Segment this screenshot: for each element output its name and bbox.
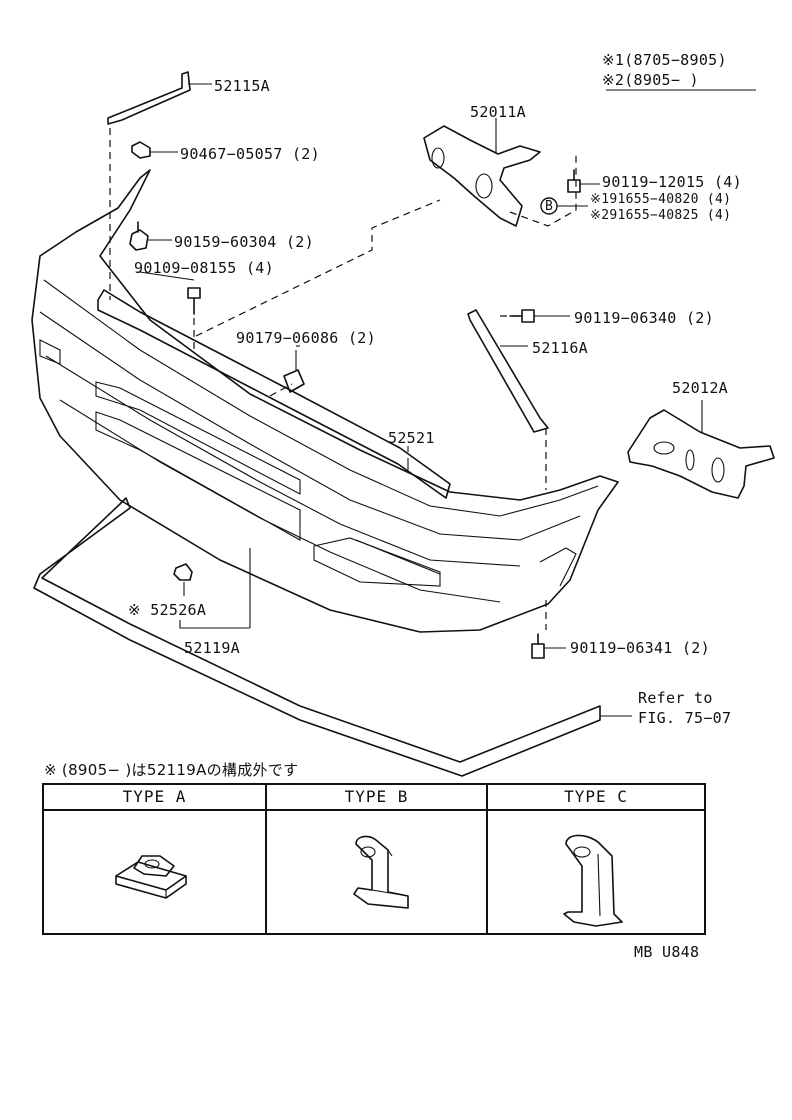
type-c-cell: TYPE C — [486, 785, 704, 933]
retainer-52011A — [423, 118, 541, 227]
lower-spoiler — [33, 497, 601, 777]
retainer-52012A — [627, 400, 775, 499]
part-52012A: 52012A — [672, 379, 728, 397]
bolt-90109 — [187, 287, 201, 315]
part-52116A: 52116A — [532, 339, 588, 357]
note-1: ※1(8705−8905) — [602, 51, 727, 69]
bolt-90119-06341 — [531, 633, 566, 659]
clip-type-a-illustration — [115, 855, 187, 899]
callout-b: B — [545, 199, 554, 214]
leader-line — [195, 199, 441, 337]
type-b-header: TYPE B — [267, 785, 486, 811]
clip-52526A — [173, 563, 193, 596]
screw-90159 — [129, 221, 172, 251]
part-90109-08155: 90109−08155 (4) — [134, 259, 274, 277]
bolt-90119-06340 — [509, 309, 570, 323]
clip-90179 — [283, 350, 305, 393]
bumper-cover-52119A — [31, 169, 619, 633]
type-c-header: TYPE C — [488, 785, 704, 811]
part-90119-12015: 90119−12015 (4) — [602, 173, 742, 191]
clip-type-b-illustration — [353, 835, 409, 909]
leader-line — [139, 271, 195, 281]
part-52011A: 52011A — [470, 103, 526, 121]
type-b-cell: TYPE B — [265, 785, 486, 933]
leader-line — [269, 383, 293, 397]
bolt-90119-12015 — [567, 169, 600, 193]
part-52119A: 52119A — [184, 639, 240, 657]
part-90119-06341: 90119−06341 (2) — [570, 639, 710, 657]
reinforcement-52521 — [97, 289, 451, 499]
stay-52116A — [467, 309, 549, 433]
part-90119-06340: 90119−06340 (2) — [574, 309, 714, 327]
footnote: ※ (8905− )は52119Aの構成外です — [44, 761, 299, 779]
clip-types-table: TYPE A TYPE B TYPE C — [42, 783, 706, 935]
type-a-cell: TYPE A — [44, 785, 265, 933]
clip-90467 — [131, 141, 178, 159]
part-52115A: 52115A — [214, 77, 270, 95]
bracket-52115A — [107, 71, 212, 125]
refer-to-label: Refer to — [638, 689, 713, 707]
part-90179-06086: 90179−06086 (2) — [236, 329, 376, 347]
part-91655-40825: ※291655−40825 (4) — [590, 208, 732, 223]
note-2: ※2(8905− ) — [602, 71, 699, 89]
part-52521: 52521 — [388, 429, 435, 447]
refer-figure: FIG. 75−07 — [638, 709, 732, 727]
leader-line — [509, 154, 577, 227]
part-90159-60304: 90159−60304 (2) — [174, 233, 314, 251]
drawing-code: MB U848 — [634, 943, 700, 961]
leader-line — [179, 620, 250, 629]
part-91655-40820: ※191655−40820 (4) — [590, 192, 732, 207]
clip-type-c-illustration — [563, 834, 623, 927]
part-90467-05057: 90467−05057 (2) — [180, 145, 320, 163]
part-52526A: ※ 52526A — [128, 601, 207, 619]
type-a-header: TYPE A — [44, 785, 265, 811]
